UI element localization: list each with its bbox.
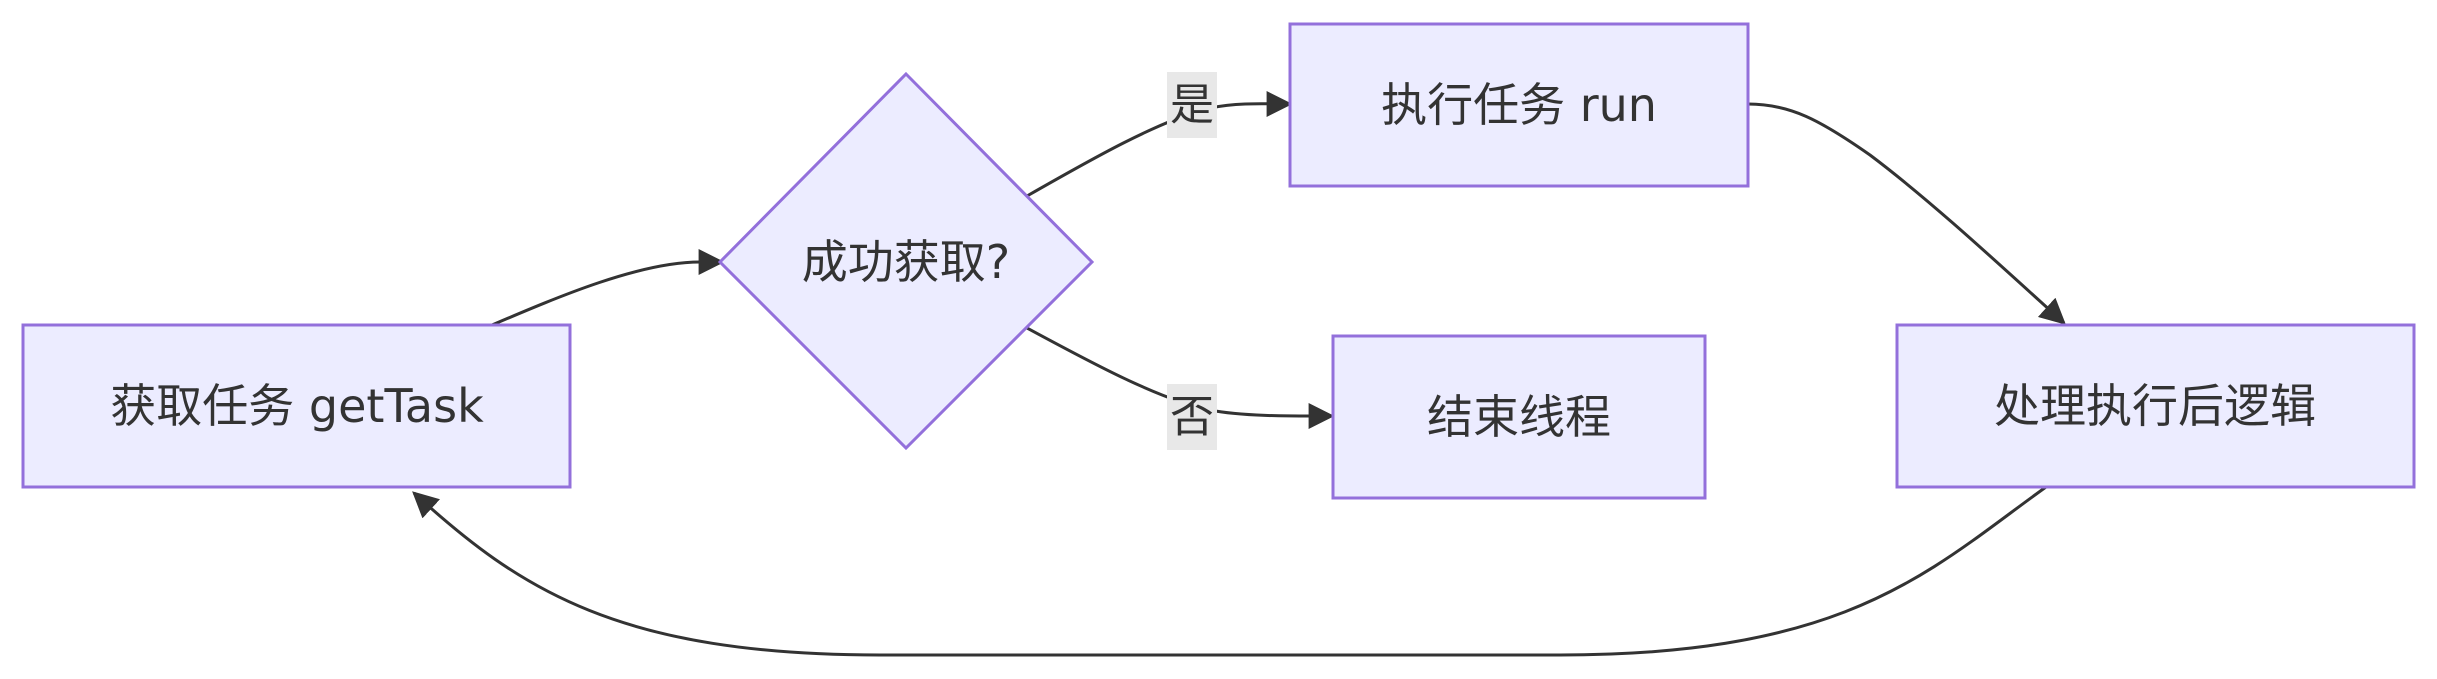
- node-end-thread-label: 结束线程: [1427, 390, 1611, 444]
- edge-after-to-get-task: [412, 485, 2047, 657]
- node-get-task: 获取任务 getTask: [21, 323, 572, 489]
- node-decision-label: 成功获取?: [802, 235, 1010, 289]
- edge-label-no-text: 否: [1170, 392, 1214, 443]
- edge-label-yes: 是: [1167, 72, 1217, 138]
- edge-label-no: 否: [1167, 384, 1217, 450]
- edge-get-task-to-decision: [491, 249, 725, 327]
- node-after-run-label: 处理执行后逻辑: [1994, 379, 2316, 433]
- node-after-run: 处理执行后逻辑: [1895, 323, 2416, 489]
- node-run-task: 执行任务 run: [1288, 22, 1750, 188]
- edge-label-yes-text: 是: [1170, 80, 1214, 131]
- edge-run-to-after: [1747, 102, 2066, 325]
- node-get-task-label: 获取任务 getTask: [110, 379, 484, 433]
- node-run-task-label: 执行任务 run: [1381, 78, 1657, 132]
- node-decision: 成功获取?: [717, 71, 1095, 451]
- node-end-thread: 结束线程: [1331, 334, 1707, 500]
- edge-decision-to-run-yes: [1026, 90, 1293, 198]
